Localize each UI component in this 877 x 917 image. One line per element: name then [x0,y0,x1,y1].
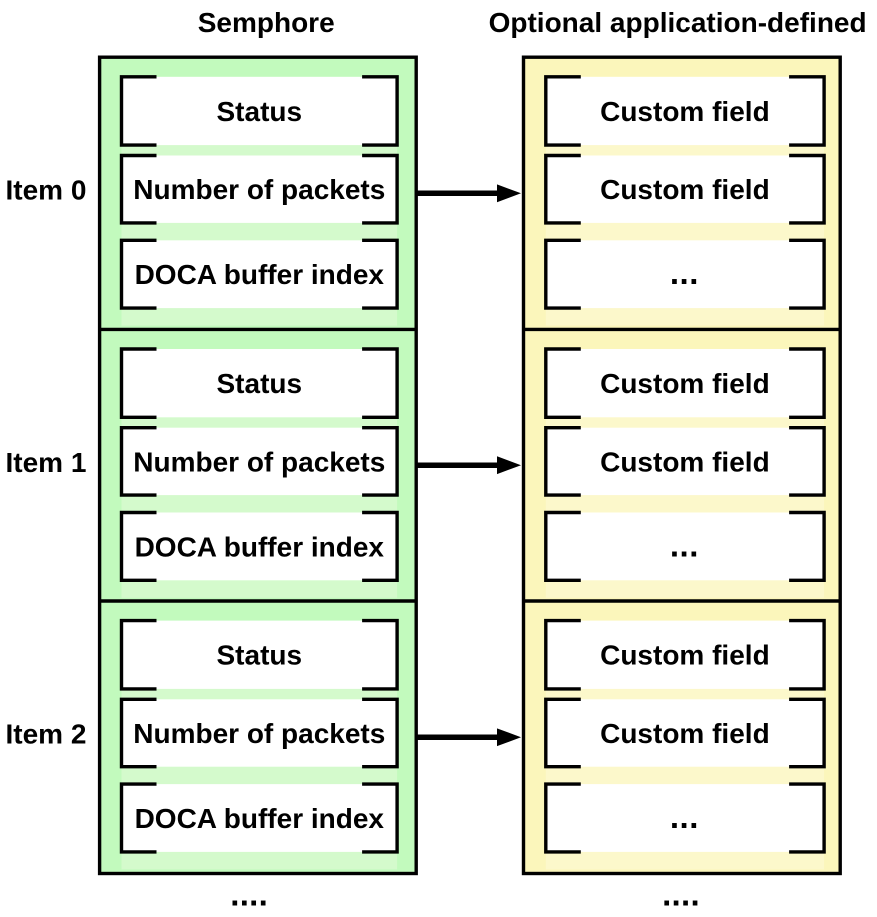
svg-text:Number of packets: Number of packets [133,446,385,477]
svg-text:Custom field: Custom field [600,96,770,127]
svg-text:Custom field: Custom field [600,174,770,205]
svg-text:Item 1: Item 1 [6,447,87,478]
svg-text:....: .... [662,875,700,912]
svg-text:Custom field: Custom field [600,446,770,477]
svg-text:DOCA buffer index: DOCA buffer index [135,531,385,562]
svg-text:Custom field: Custom field [600,368,770,399]
svg-text:Status: Status [217,368,303,399]
svg-text:Number of packets: Number of packets [133,718,385,749]
svg-text:Optional application-defined: Optional application-defined [489,7,867,38]
svg-text:DOCA buffer index: DOCA buffer index [135,259,385,290]
svg-text:...: ... [670,526,699,563]
svg-text:Semphore: Semphore [198,7,335,38]
svg-text:DOCA buffer index: DOCA buffer index [135,803,385,834]
svg-text:Custom field: Custom field [600,640,770,671]
svg-text:Item 2: Item 2 [6,718,87,749]
svg-text:Item 0: Item 0 [6,175,87,206]
svg-text:Status: Status [217,96,303,127]
svg-text:....: .... [230,875,268,912]
svg-text:...: ... [670,798,699,835]
svg-text:...: ... [670,254,699,291]
svg-text:Custom field: Custom field [600,718,770,749]
svg-text:Number of packets: Number of packets [133,174,385,205]
svg-text:Status: Status [217,640,303,671]
